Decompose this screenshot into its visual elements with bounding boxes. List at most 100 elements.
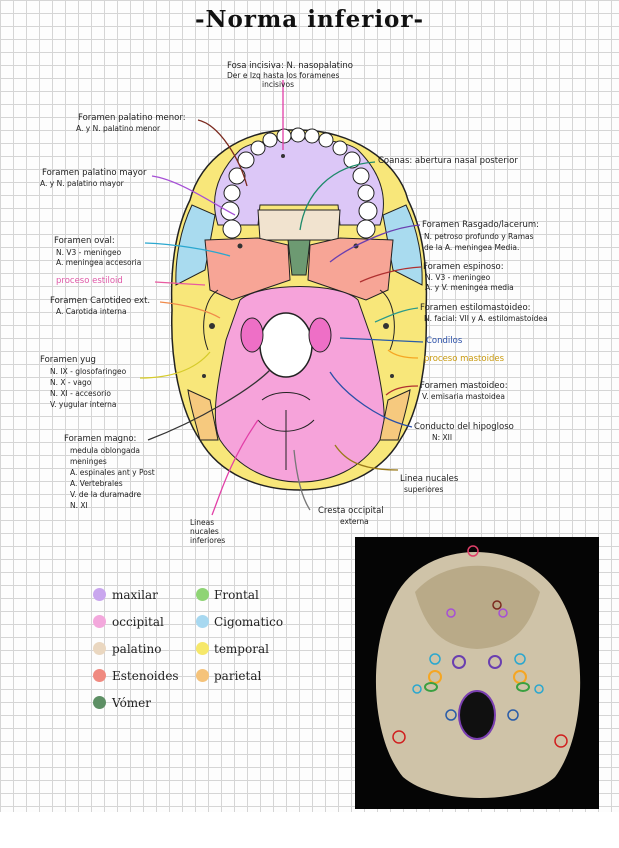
condyle-right <box>308 317 332 353</box>
label-condilos: Condilos <box>426 336 463 346</box>
legend-swatch-occipital <box>93 615 106 628</box>
label-fosa-incisiva-2: Der e Izq hasta los foramenes <box>227 71 340 80</box>
label-foramen-oval-2: N. V3 - meningeo <box>56 248 122 257</box>
legend-label-temporal: temporal <box>214 642 269 656</box>
legend-swatch-vomer <box>93 696 106 709</box>
zygomatic-left <box>175 204 216 286</box>
label-proceso-estiloid: proceso estiloid <box>56 276 123 286</box>
label-foramen-mastoideo: Foramen mastoideo: <box>420 381 508 391</box>
label-foramen-estilomastoideo: Foramen estilomastoideo: <box>420 303 531 313</box>
pointer-palatino-mayor <box>151 175 236 216</box>
teeth <box>220 127 378 239</box>
pointer-yug <box>139 351 211 379</box>
label-foramen-palatino-menor-2: A. y N. palatino menor <box>76 124 161 133</box>
zygomatic-right <box>382 204 423 286</box>
bottom-margin <box>0 812 619 848</box>
sphenoid-right <box>307 237 394 301</box>
temporal-lines <box>203 289 395 351</box>
pointer-oval <box>144 242 231 257</box>
legend-label-cigomatico: Cigomatico <box>214 615 284 629</box>
label-foramen-magno-2: medula oblongada <box>70 446 140 455</box>
legend-label-maxilar: maxilar <box>112 588 158 602</box>
label-foramen-carotideo-2: A. Carotida interna <box>56 307 127 316</box>
pointer-condilos <box>339 337 424 343</box>
label-foramen-estilomastoideo-2: N. facial: VII y A. estilomastoidea <box>424 314 548 323</box>
label-foramen-yug-4: N. XI - accesorio <box>50 389 111 398</box>
legend-label-palatino: palatino <box>112 642 162 656</box>
pointer-rasgado <box>329 224 421 263</box>
label-proceso-mastoides: proceso mastoides <box>424 354 505 364</box>
label-foramen-oval-3: A. meningea accesoria <box>56 258 142 267</box>
label-foramen-yug-3: N. X - vago <box>50 378 92 387</box>
label-lineas-inferiores-3: inferiores <box>190 536 226 545</box>
legend-swatch-parietal <box>196 669 209 682</box>
pointer-magno <box>147 369 271 441</box>
page-title: -Norma inferior- <box>194 6 425 33</box>
label-foramen-magno-4: A. espinales ant y Post <box>70 468 155 477</box>
legend-swatch-cigomatico <box>196 615 209 628</box>
label-foramen-mastoideo-2: V. emisaria mastoidea <box>422 392 505 401</box>
legend-swatch-esfenoides <box>93 669 106 682</box>
legend-label-vomer: Vómer <box>112 696 152 710</box>
label-lineas-superiores: Linea nucales <box>400 474 459 484</box>
label-foramen-magno-3: meninges <box>70 457 107 466</box>
pointer-espinoso <box>359 266 422 283</box>
label-fosa-incisiva: Fosa incisiva: N. nasopalatino <box>227 61 353 71</box>
label-conducto-hipogloso-2: N: XII <box>432 433 453 442</box>
label-foramen-oval: Foramen oval: <box>54 236 115 246</box>
label-lineas-inferiores-2: nucales <box>190 527 219 536</box>
label-conducto-hipogloso: Conducto del hipogloso <box>414 422 514 432</box>
pointer-lines <box>139 80 424 516</box>
parietal-right <box>379 389 411 441</box>
pointer-estiloid <box>154 281 206 286</box>
pointer-lineas-superiores <box>334 444 399 471</box>
label-cresta-2: externa <box>340 517 369 526</box>
pointer-lineas-inferiores <box>211 419 259 516</box>
skull-photo-drawing <box>355 537 599 809</box>
pointer-mastoideo <box>385 385 419 396</box>
label-lineas-inferiores: Lineas <box>190 518 215 527</box>
label-fosa-incisiva-3: incisivos <box>262 80 294 89</box>
small-foramina <box>202 154 394 378</box>
pointer-palatino-menor <box>197 119 248 187</box>
label-foramen-magno-7: N. XI <box>70 501 88 510</box>
legend-label-frontal: Frontal <box>214 588 259 602</box>
label-foramen-yug: Foramen yug <box>40 355 96 365</box>
label-foramen-espinoso: Foramen espinoso: <box>423 262 504 272</box>
legend-swatch-maxilar <box>93 588 106 601</box>
label-foramen-yug-5: V. yugular interna <box>50 400 117 409</box>
legend-swatch-temporal <box>196 642 209 655</box>
pointer-estilomastoideo <box>374 307 419 323</box>
label-foramen-rasgado-2: N. petroso profundo y Ramas <box>424 232 534 241</box>
foramen-magnum <box>259 312 313 378</box>
label-cresta: Cresta occipital <box>318 506 384 516</box>
occipital <box>214 286 385 483</box>
skull-photo <box>355 537 599 809</box>
legend-label-occipital: occipital <box>112 615 164 629</box>
label-coanas: Coanas: abertura nasal posterior <box>378 156 518 166</box>
label-foramen-yug-2: N. IX - glosofaringeo <box>50 367 127 376</box>
label-foramen-espinoso-3: A. y V. meningea media <box>425 283 514 292</box>
occipital-crest <box>257 392 315 470</box>
pointer-cresta <box>293 449 311 511</box>
label-foramen-carotideo: Foramen Carotideo ext. <box>50 296 151 306</box>
sphenoid-left <box>204 237 291 301</box>
label-foramen-palatino-mayor-2: A. y N. palatino mayor <box>40 179 124 188</box>
pointer-proceso-mastoides <box>387 349 419 359</box>
label-foramen-palatino-menor: Foramen palatino menor: <box>78 113 186 123</box>
label-foramen-espinoso-2: N. V3 - meningeo <box>425 273 491 282</box>
vomer <box>287 239 311 276</box>
label-foramen-rasgado: Foramen Rasgado/lacerum: <box>422 220 540 230</box>
label-lineas-superiores-2: superiores <box>404 485 444 494</box>
label-foramen-rasgado-3: de la A. meningea Media. <box>424 243 520 252</box>
palatine <box>257 209 341 241</box>
legend-swatch-palatino <box>93 642 106 655</box>
legend-swatch-frontal <box>196 588 209 601</box>
skull-drawing <box>170 127 428 491</box>
label-foramen-magno-5: A. Vertebrales <box>70 479 123 488</box>
pointer-coanas <box>299 161 376 231</box>
condyle-left <box>240 317 264 353</box>
label-foramen-magno: Foramen magno: <box>64 434 137 444</box>
legend-label-esfenoides: Estenoides <box>112 669 179 683</box>
